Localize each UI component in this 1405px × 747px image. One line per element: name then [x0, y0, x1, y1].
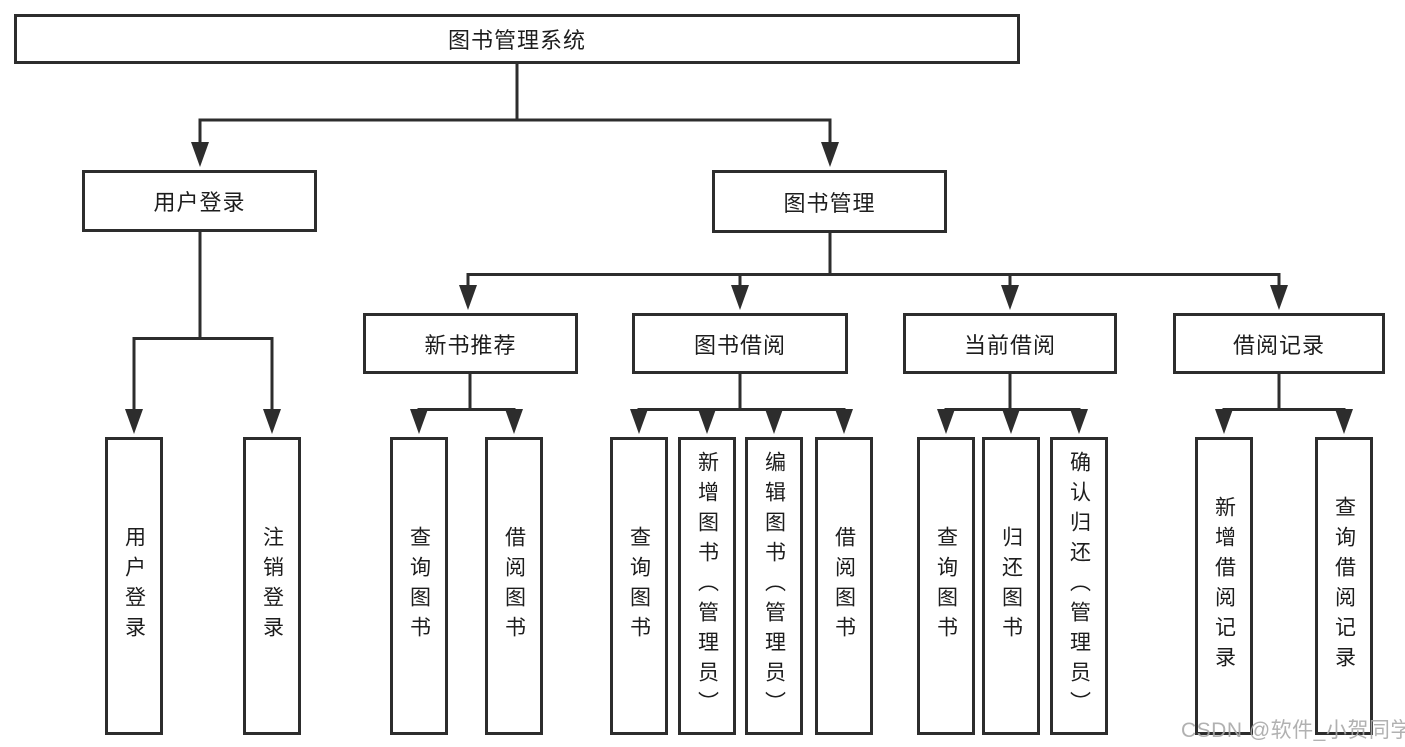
csdn-watermark: CSDN @软件_小贺同学 — [1181, 719, 1405, 742]
leaf-confirm-return-admin: 确认归还（管理员） — [1050, 437, 1108, 735]
leaf-query-books-current: 查询图书 — [917, 437, 975, 735]
leaf-borrow-books: 借阅图书 — [815, 437, 873, 735]
node-book-borrowing: 图书借阅 — [632, 313, 848, 374]
arrowheads — [125, 142, 1353, 434]
leaf-return-books: 归还图书 — [982, 437, 1040, 735]
leaf-borrow-books-recommend: 借阅图书 — [485, 437, 543, 735]
leaf-logout: 注销登录 — [243, 437, 301, 735]
leaf-query-borrow-record: 查询借阅记录 — [1315, 437, 1373, 735]
node-user-login: 用户登录 — [82, 170, 317, 232]
leaf-edit-books-admin: 编辑图书（管理员） — [745, 437, 803, 735]
leaf-query-books-borrowing: 查询图书 — [610, 437, 668, 735]
node-borrowing-records: 借阅记录 — [1173, 313, 1385, 374]
connector-paths — [132, 64, 1346, 411]
node-current-borrowing: 当前借阅 — [903, 313, 1117, 374]
leaf-query-books-recommend: 查询图书 — [390, 437, 448, 735]
node-new-book-recommendation: 新书推荐 — [363, 313, 578, 374]
node-root: 图书管理系统 — [14, 14, 1020, 64]
leaf-add-borrow-record: 新增借阅记录 — [1195, 437, 1253, 735]
leaf-add-books-admin: 新增图书（管理员） — [678, 437, 736, 735]
node-book-management: 图书管理 — [712, 170, 947, 233]
leaf-user-login: 用户登录 — [105, 437, 163, 735]
